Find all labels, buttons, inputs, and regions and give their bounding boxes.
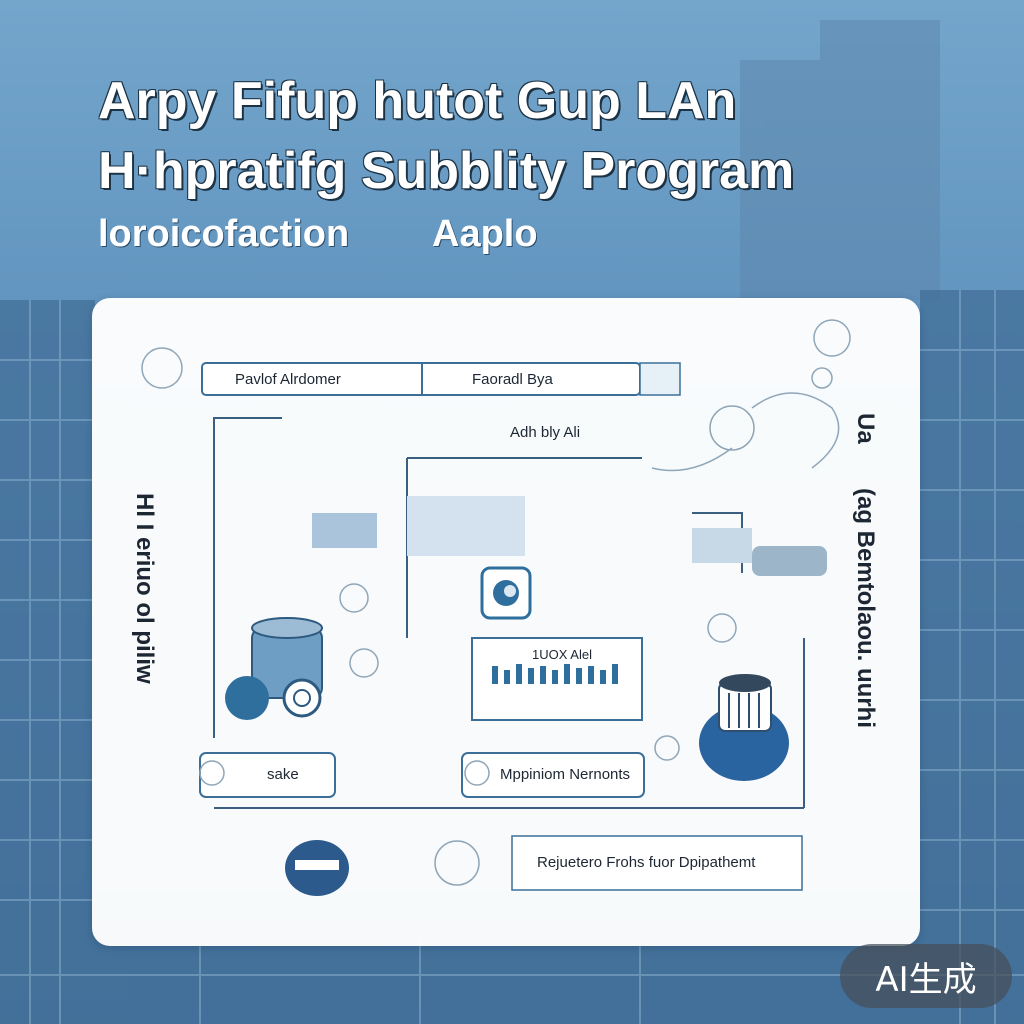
title-line-2: H·hpratifg Subblity Program — [98, 142, 795, 200]
logo-badge-icon — [285, 840, 349, 896]
top-box-end-tab — [639, 362, 681, 396]
left-vertical-label: Hl I eriuo ol piliw — [131, 493, 158, 684]
ai-generated-badge: AI生成 — [840, 944, 1012, 1008]
subtitle-right: Aaplo — [432, 213, 538, 255]
sensor-device-icon — [480, 566, 532, 620]
subtitle-left: loroicofaction — [98, 213, 350, 255]
bottom-middle-box-frame — [461, 752, 645, 798]
bottom-middle-box-label: Mppiniom Nernonts — [500, 766, 631, 783]
title-line-1: Arpy Fifup hutot Gup LAn — [98, 72, 737, 130]
diagram-panel: Pavlof Alrdomer Faoradl Bya Adh bly Ali … — [92, 298, 920, 946]
bottom-right-box-label: Rejuetero Frohs fuor Dpipathemt — [537, 854, 756, 871]
ai-generated-text: AI生成 — [875, 959, 977, 1000]
right-vertical-label: (ag Bemtolaou. uurhi — [852, 488, 879, 728]
decorative-sketch-icons — [141, 319, 851, 886]
photo-thumbnail-icon — [312, 496, 827, 576]
middle-box-icons — [492, 664, 618, 684]
middle-box-label: 1UOX Alel — [532, 647, 592, 662]
top-left-box-label: Pavlof Alrdomer — [235, 371, 341, 388]
center-label: Adh bly Ali — [510, 424, 581, 441]
right-vertical-top-label: Ua — [852, 413, 879, 444]
flow-diagram — [141, 319, 851, 896]
top-right-box-label: Faoradl Bya — [472, 371, 553, 388]
bottom-right-box-frame — [511, 835, 803, 891]
pump-device-icon — [699, 674, 789, 781]
bottom-left-box-label: sake — [267, 766, 299, 783]
gear-device-icon — [225, 617, 323, 720]
